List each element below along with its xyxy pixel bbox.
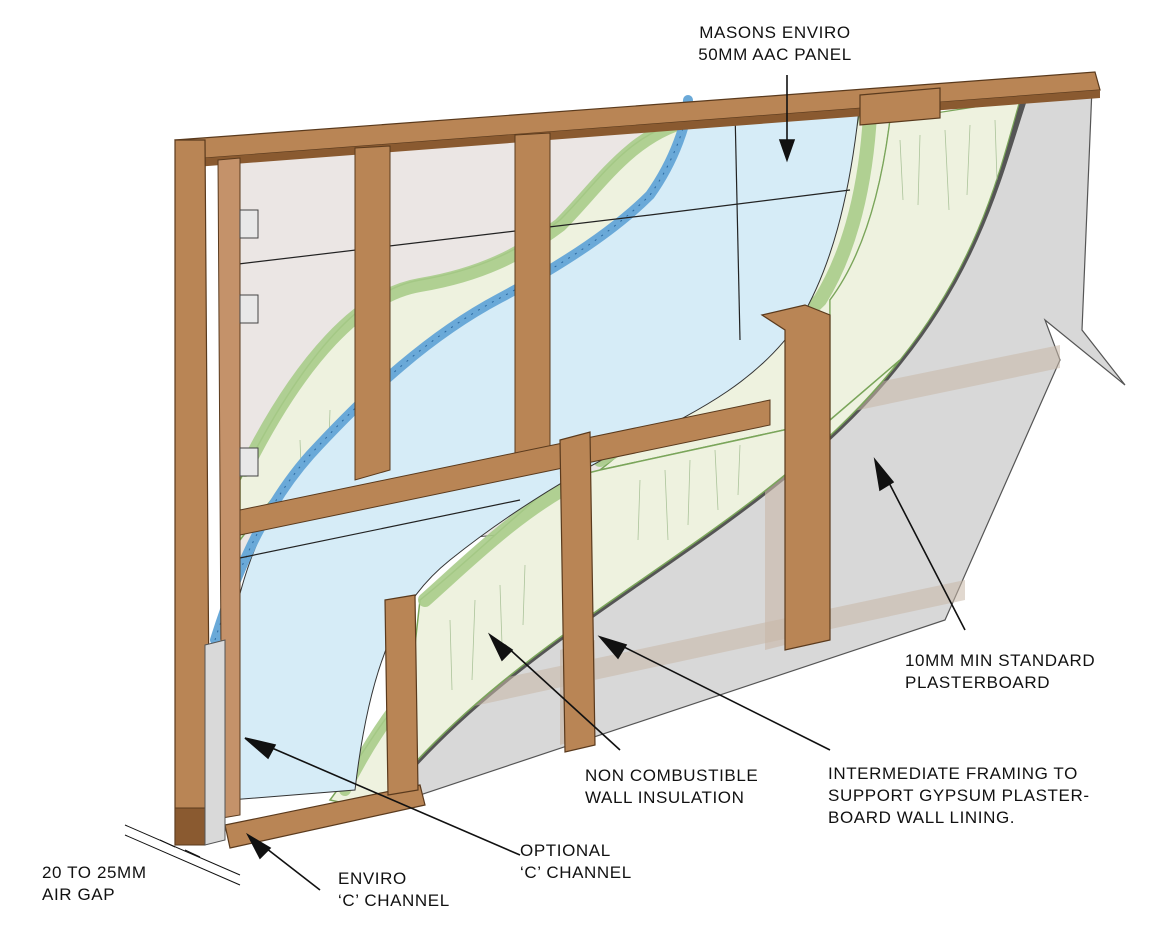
c-channel bbox=[204, 639, 226, 846]
label-optional-c-channel: OPTIONAL ‘C’ CHANNEL bbox=[520, 841, 632, 882]
insulation-batt bbox=[829, 99, 1021, 422]
insulation-edge bbox=[238, 113, 697, 477]
label-air-gap: 20 TO 25MM AIR GAP bbox=[42, 863, 147, 904]
label-aac-panel: MASONS ENVIRO 50MM AAC PANEL bbox=[698, 23, 852, 64]
air-gap-dimension bbox=[124, 824, 241, 886]
stud bbox=[514, 132, 551, 476]
label-enviro-c-channel: ENVIRO ‘C’ CHANNEL bbox=[338, 869, 450, 910]
bottom-plate bbox=[224, 784, 426, 849]
intermediate-stud bbox=[384, 594, 419, 796]
wall-brackets bbox=[239, 209, 259, 477]
insulation-edge bbox=[418, 473, 587, 607]
top-block bbox=[859, 87, 941, 126]
label-plasterboard: 10MM MIN STANDARD PLASTERBOARD bbox=[905, 651, 1096, 692]
stud bbox=[354, 145, 391, 481]
intermediate-stud bbox=[559, 431, 596, 753]
label-intermediate-framing: INTERMEDIATE FRAMING TO SUPPORT GYPSUM P… bbox=[828, 764, 1090, 827]
label-insulation: NON COMBUSTIBLE WALL INSULATION bbox=[585, 766, 759, 807]
nogging bbox=[239, 399, 771, 536]
intermediate-stud bbox=[760, 304, 831, 651]
aac-panel-joints bbox=[229, 109, 851, 561]
bottom-plate-end bbox=[174, 807, 206, 846]
leader-arrows bbox=[244, 75, 966, 891]
